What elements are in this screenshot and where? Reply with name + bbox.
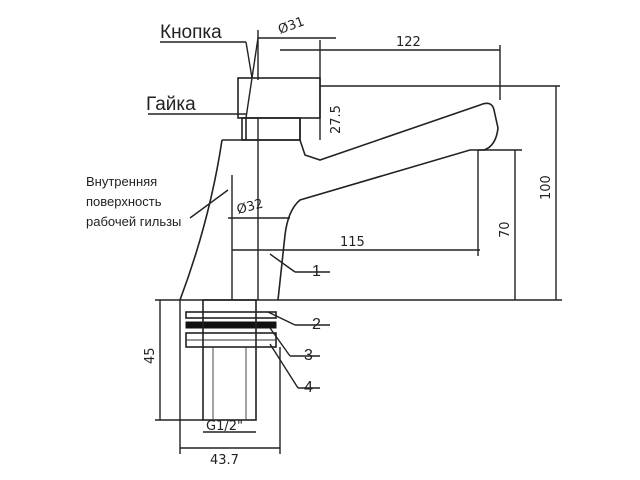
spout-shape xyxy=(222,102,499,301)
nut-shape xyxy=(241,117,301,141)
washer-2 xyxy=(185,311,277,319)
callout-4: 4 xyxy=(304,379,313,396)
dim-height-70: 70 xyxy=(498,221,513,238)
dim-height-45: 45 xyxy=(143,347,158,364)
dim-height-100: 100 xyxy=(539,175,554,200)
dim-length-122: 122 xyxy=(396,35,421,50)
dimension-lines xyxy=(148,30,562,454)
label-button: Кнопка xyxy=(160,22,222,43)
callout-2: 2 xyxy=(312,316,321,333)
label-inner-surface-line3: рабочей гильзы xyxy=(86,214,181,229)
gasket-3 xyxy=(185,321,277,329)
threaded-shank xyxy=(202,299,257,421)
callout-1: 1 xyxy=(312,263,321,280)
dim-height-27-5: 27.5 xyxy=(329,105,344,134)
push-button-shape xyxy=(237,77,321,119)
callout-leaders xyxy=(267,253,330,389)
callout-3: 3 xyxy=(304,347,313,364)
faucet-body xyxy=(179,77,499,301)
dim-thread-g1-2: G1/2" xyxy=(206,419,243,434)
label-inner-surface-line1: Внутренняя xyxy=(86,174,157,189)
dim-diameter-31: Ø31 xyxy=(276,15,306,38)
label-nut: Гайка xyxy=(146,94,196,115)
mounting-assembly xyxy=(185,299,277,421)
dim-length-115: 115 xyxy=(340,235,365,250)
dim-diameter-32: Ø32 xyxy=(235,196,265,217)
dim-width-43-7: 43.7 xyxy=(210,453,239,468)
label-inner-surface-line2: поверхность xyxy=(86,194,162,209)
